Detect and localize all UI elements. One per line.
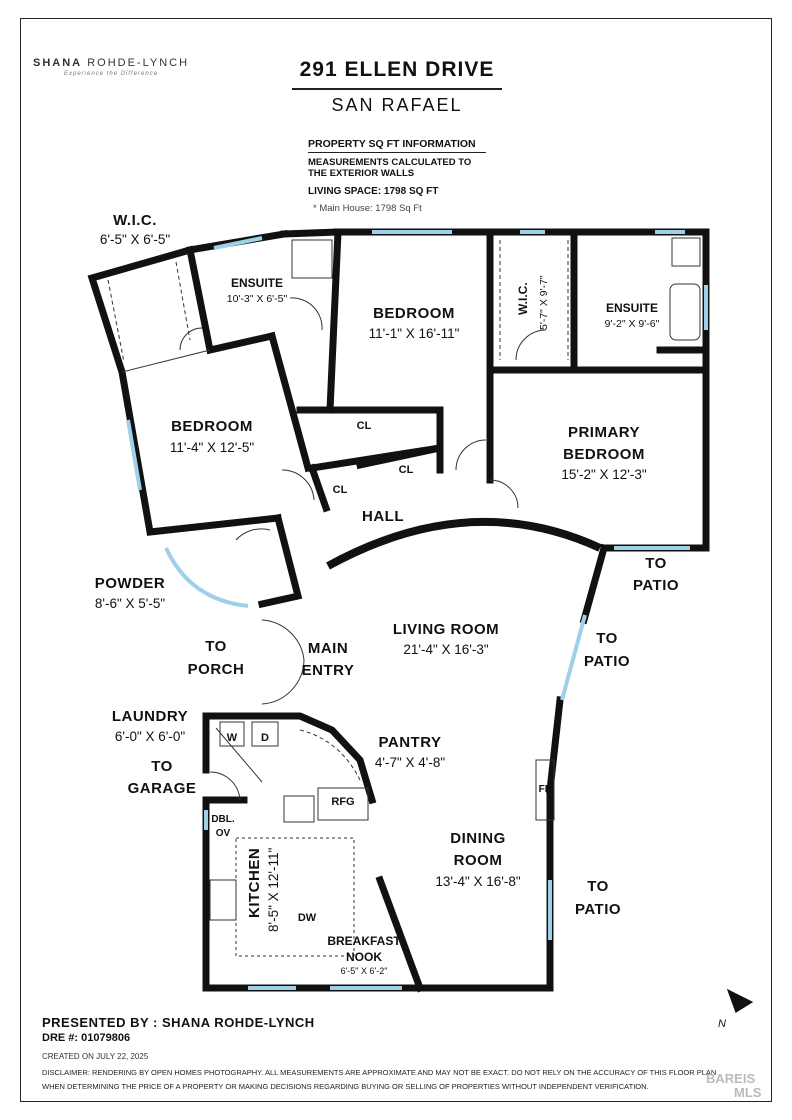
label-primary-2: BEDROOM bbox=[563, 446, 645, 463]
label-breakfast-1: BREAKFAST bbox=[327, 934, 401, 948]
window-bedroom-left bbox=[126, 419, 142, 491]
dims-ensuite-right: 9'-2" X 9'-6" bbox=[604, 318, 660, 330]
disclaimer-line-1: DISCLAIMER: RENDERING BY OPEN HOMES PHOT… bbox=[42, 1068, 717, 1077]
dre-number: DRE #: 01079806 bbox=[42, 1032, 131, 1044]
label-living: LIVING ROOM bbox=[392, 621, 500, 638]
label-dryer: D bbox=[261, 732, 269, 744]
label-breakfast-2: NOOK bbox=[346, 950, 382, 964]
label-fireplace: FP bbox=[538, 784, 552, 795]
disclaimer: DISCLAIMER: RENDERING BY OPEN HOMES PHOT… bbox=[42, 1066, 742, 1094]
dims-wic-right: 5'-7" X 9'-7" bbox=[538, 275, 550, 330]
wall-pantry-arc bbox=[258, 712, 377, 805]
sqft-living-space: LIVING SPACE: 1798 SQ FT bbox=[308, 186, 439, 197]
exit-porch-a: TO bbox=[205, 638, 227, 655]
exit-patio-2-b: PATIO bbox=[583, 653, 631, 670]
wall-living-arc bbox=[326, 517, 602, 570]
created-date: CREATED ON JULY 22, 2025 bbox=[42, 1052, 149, 1061]
sqft-measurement-note: MEASUREMENTS CALCULATED TO THE EXTERIOR … bbox=[308, 157, 472, 179]
dims-bedroom-left: 11'-4" X 12'-5" bbox=[169, 440, 255, 455]
dims-laundry: 6'-0" X 6'-0" bbox=[114, 729, 186, 744]
wall-powder bbox=[257, 513, 303, 609]
dims-dining: 13'-4" X 16'-8" bbox=[435, 874, 521, 889]
wall-laundry-left bbox=[202, 712, 266, 774]
address-divider bbox=[292, 88, 502, 90]
label-dining-2: ROOM bbox=[453, 852, 503, 869]
presented-by: PRESENTED BY : SHANA ROHDE-LYNCH bbox=[42, 1015, 315, 1030]
exit-patio-1-a: TO bbox=[645, 555, 667, 572]
disclaimer-line-2: WHEN DETERMINING THE PRICE OF A PROPERTY… bbox=[42, 1082, 649, 1091]
label-pantry: PANTRY bbox=[378, 734, 442, 751]
property-address: 291 ELLEN DRIVE bbox=[299, 58, 495, 81]
sqft-divider bbox=[308, 152, 486, 154]
label-closet-1: CL bbox=[356, 420, 372, 432]
dims-ensuite-left: 10'-3" X 6'-5" bbox=[226, 293, 288, 305]
dims-kitchen: 8'-5" X 12'-11" bbox=[266, 847, 281, 932]
exit-patio-3-a: TO bbox=[587, 878, 609, 895]
property-city: SAN RAFAEL bbox=[331, 95, 463, 115]
dims-pantry: 4'-7" X 4'-8" bbox=[374, 755, 446, 770]
wall-right-mid bbox=[546, 696, 564, 794]
label-closet-2: CL bbox=[398, 464, 414, 476]
wall-closet-2 bbox=[355, 443, 444, 474]
label-dishwasher: DW bbox=[297, 912, 317, 924]
label-bedroom-left: BEDROOM bbox=[171, 418, 253, 435]
exit-porch-b: PORCH bbox=[187, 661, 245, 678]
label-primary-1: PRIMARY bbox=[567, 424, 641, 441]
window-living-right bbox=[560, 614, 587, 701]
exit-patio-1-b: PATIO bbox=[632, 577, 680, 594]
wall-dining bbox=[406, 786, 554, 992]
label-wic-right: W.I.C. bbox=[516, 282, 530, 315]
wall-closet-3 bbox=[307, 463, 331, 513]
brand-tagline: Experience the Difference bbox=[64, 71, 159, 77]
label-bedroom-top: BEDROOM bbox=[373, 305, 455, 322]
page-frame bbox=[20, 18, 772, 1102]
label-kitchen: KITCHEN bbox=[246, 847, 263, 918]
label-washer: W bbox=[226, 732, 238, 744]
north-label: N bbox=[718, 1018, 726, 1030]
dims-living: 21'-4" X 16'-3" bbox=[403, 642, 489, 657]
label-hall: HALL bbox=[362, 508, 404, 525]
interior-details bbox=[107, 237, 701, 957]
sqft-main-house: * Main House: 1798 Sq Ft bbox=[313, 203, 422, 214]
window-powder bbox=[164, 547, 249, 608]
window-ensuite-left bbox=[213, 236, 263, 250]
dims-breakfast: 6'-5" X 6'-2" bbox=[340, 966, 388, 976]
label-wic-left: W.I.C. bbox=[113, 212, 157, 229]
wall-closet-1 bbox=[296, 406, 444, 472]
wall-bedroom-right bbox=[267, 331, 313, 473]
brand-logo: SHANA ROHDE-LYNCH bbox=[33, 57, 190, 69]
exit-patio-3-b: PATIO bbox=[574, 901, 622, 918]
wall-kitchen-bottom bbox=[202, 796, 414, 992]
dims-bedroom-top: 11'-1" X 16'-11" bbox=[368, 326, 460, 341]
label-powder: POWDER bbox=[94, 575, 166, 592]
exit-garage-a: TO bbox=[151, 758, 173, 775]
label-main-entry-1: MAIN bbox=[307, 640, 349, 657]
exit-garage-b: GARAGE bbox=[127, 780, 197, 797]
north-arrow bbox=[726, 988, 754, 1013]
windows bbox=[126, 230, 708, 990]
wall-dining-diag bbox=[375, 875, 425, 993]
wall-bedroom-left bbox=[326, 228, 342, 414]
label-dining-1: DINING bbox=[450, 830, 506, 847]
label-double-oven-1: DBL. bbox=[211, 814, 235, 825]
wall-top-right bbox=[280, 228, 710, 552]
label-closet-3: CL bbox=[332, 484, 348, 496]
label-refrigerator: RFG bbox=[331, 796, 355, 808]
label-ensuite-right: ENSUITE bbox=[605, 301, 659, 315]
dims-primary: 15'-2" X 12'-3" bbox=[561, 467, 647, 482]
wall-right-upper bbox=[579, 543, 609, 625]
dims-powder: 8'-6" X 5'-5" bbox=[94, 596, 166, 611]
label-main-entry-2: ENTRY bbox=[301, 662, 355, 679]
dims-wic-left: 6'-5" X 6'-5" bbox=[99, 232, 171, 247]
exterior-walls bbox=[87, 228, 710, 993]
sqft-title: PROPERTY SQ FT INFORMATION bbox=[308, 138, 476, 150]
label-ensuite-left: ENSUITE bbox=[230, 276, 284, 290]
mls-watermark: BAREIS MLS bbox=[706, 1071, 762, 1100]
label-laundry: LAUNDRY bbox=[111, 708, 189, 725]
exit-patio-2-a: TO bbox=[596, 630, 618, 647]
label-double-oven-2: OV bbox=[215, 828, 231, 839]
